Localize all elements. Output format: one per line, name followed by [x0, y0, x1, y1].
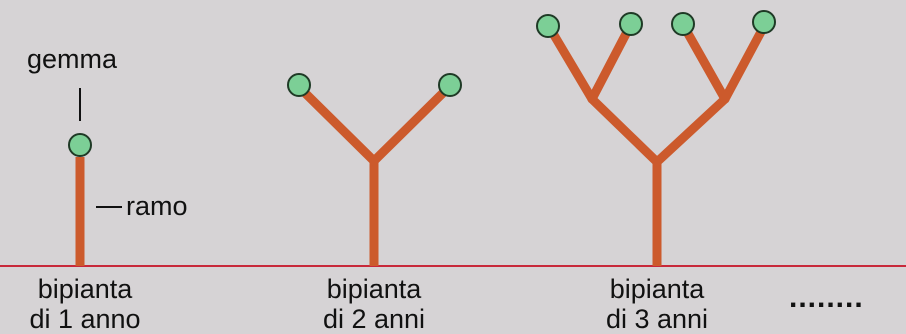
stage-caption-1-line1: bipianta — [37, 274, 133, 304]
continuation-dots: ........ — [789, 281, 864, 314]
stage-caption-3: bipianta di 3 anni — [557, 274, 757, 334]
plant-3-twig-4 — [720, 25, 767, 104]
plant-3-bud-2 — [619, 12, 643, 36]
bud-label: gemma — [27, 44, 118, 74]
plant-3-twig-3 — [681, 25, 730, 104]
plant-1-year — [68, 88, 122, 266]
stage-caption-3-line2: di 3 anni — [605, 304, 709, 334]
plant-2-bud-right — [438, 73, 462, 97]
stage-caption-2: bipianta di 2 anni — [274, 274, 474, 334]
plant-3-bud-3 — [671, 12, 695, 36]
branch-label: ramo — [126, 191, 188, 221]
stage-caption-3-line1: bipianta — [609, 274, 705, 304]
plant-3-bud-4 — [752, 10, 776, 34]
plant-3-branch-left — [587, 94, 662, 167]
plant-2-branch-left — [295, 83, 379, 166]
plant-3-branch-right — [652, 94, 730, 167]
stage-caption-1: bipianta di 1 anno — [0, 274, 185, 334]
plant-3-twig-2 — [587, 25, 633, 104]
plant-2-bud-left — [287, 73, 311, 97]
stage-caption-2-line2: di 2 anni — [322, 304, 426, 334]
plant-3-years — [536, 10, 776, 266]
stage-caption-2-line1: bipianta — [326, 274, 422, 304]
plant-2-years — [287, 73, 462, 266]
plant-3-bud-1 — [536, 14, 560, 38]
plant-2-branch-right — [369, 83, 453, 166]
plant-3-twig-1 — [546, 25, 597, 104]
plant-1-bud — [68, 133, 92, 157]
stage-caption-1-line2: di 1 anno — [29, 304, 141, 334]
